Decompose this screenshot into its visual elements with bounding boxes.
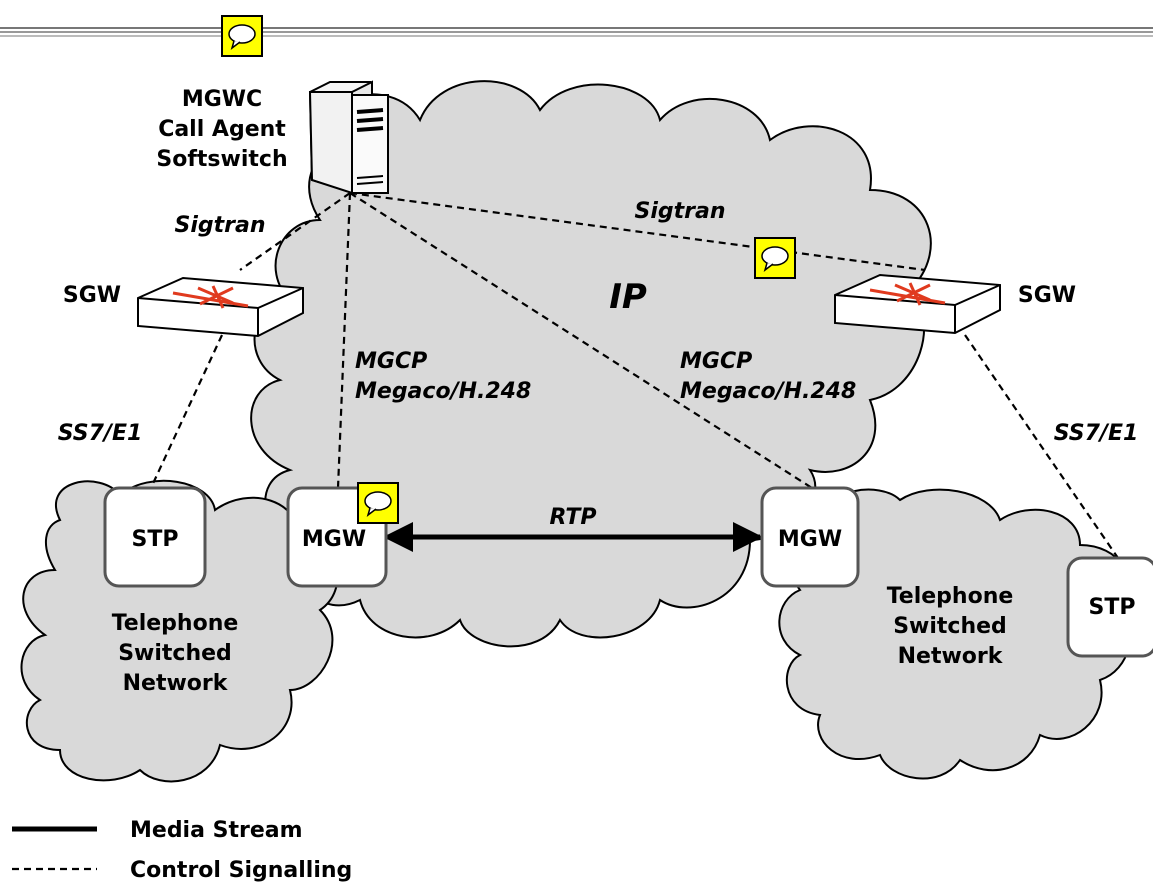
sigtran-link-right xyxy=(349,191,926,272)
mgcp-link-left xyxy=(336,192,352,489)
pstn-left-line2: Switched xyxy=(118,641,232,666)
mgwc-label-line1: MGWC xyxy=(182,87,262,112)
pstn-right-line2: Switched xyxy=(893,614,1007,639)
ss7-link-right xyxy=(964,334,1119,559)
sgw-label-left: SGW xyxy=(63,283,121,308)
sigtran-label-left: Sigtran xyxy=(174,213,265,238)
mgcp-link-right xyxy=(349,192,813,489)
rtp-label: RTP xyxy=(549,505,596,530)
legend-control-label: Control Signalling xyxy=(130,858,352,883)
pstn-left-line1: Telephone xyxy=(112,611,239,636)
mgwc-label-line2: Call Agent xyxy=(158,117,286,142)
ss7-link-left xyxy=(149,334,223,491)
pstn-cloud-right xyxy=(778,488,1132,780)
pstn-right-line1: Telephone xyxy=(887,584,1014,609)
stp-box-right xyxy=(1066,556,1153,658)
ip-label: IP xyxy=(609,277,647,317)
mgcp-label-left-line1: MGCP xyxy=(355,349,427,374)
mgwc-label-line3: Softswitch xyxy=(156,147,287,172)
sgw-router-right-icon xyxy=(833,273,1002,335)
mgwc-server-icon xyxy=(308,80,389,195)
note-icon-top xyxy=(221,15,263,57)
ss7-label-left: SS7/E1 xyxy=(58,421,143,446)
pstn-left-line3: Network xyxy=(123,671,229,696)
ss7-label-right: SS7/E1 xyxy=(1054,421,1139,446)
stp-box-left xyxy=(103,486,207,588)
mgcp-label-right-line1: MGCP xyxy=(680,349,752,374)
mgw-box-right xyxy=(760,486,860,588)
sgw-label-right: SGW xyxy=(1018,283,1076,308)
sigtran-link-left xyxy=(239,192,351,271)
top-rule xyxy=(0,27,1153,37)
stp-label-right: STP xyxy=(1089,595,1136,620)
pstn-right-line3: Network xyxy=(898,644,1004,669)
mgcp-label-left-line2: Megaco/H.248 xyxy=(355,379,531,404)
pstn-cloud-left xyxy=(20,479,339,783)
sigtran-label-right: Sigtran xyxy=(634,199,725,224)
mgw-label-right: MGW xyxy=(778,527,842,552)
stp-label-left: STP xyxy=(132,527,179,552)
legend: Media Stream Control Signalling xyxy=(12,818,352,883)
legend-media-label: Media Stream xyxy=(130,818,303,843)
mgw-label-left: MGW xyxy=(302,527,366,552)
mgcp-label-right-line2: Megaco/H.248 xyxy=(680,379,856,404)
note-icon-sigtran xyxy=(754,237,796,279)
note-icon-mgw xyxy=(357,482,399,524)
